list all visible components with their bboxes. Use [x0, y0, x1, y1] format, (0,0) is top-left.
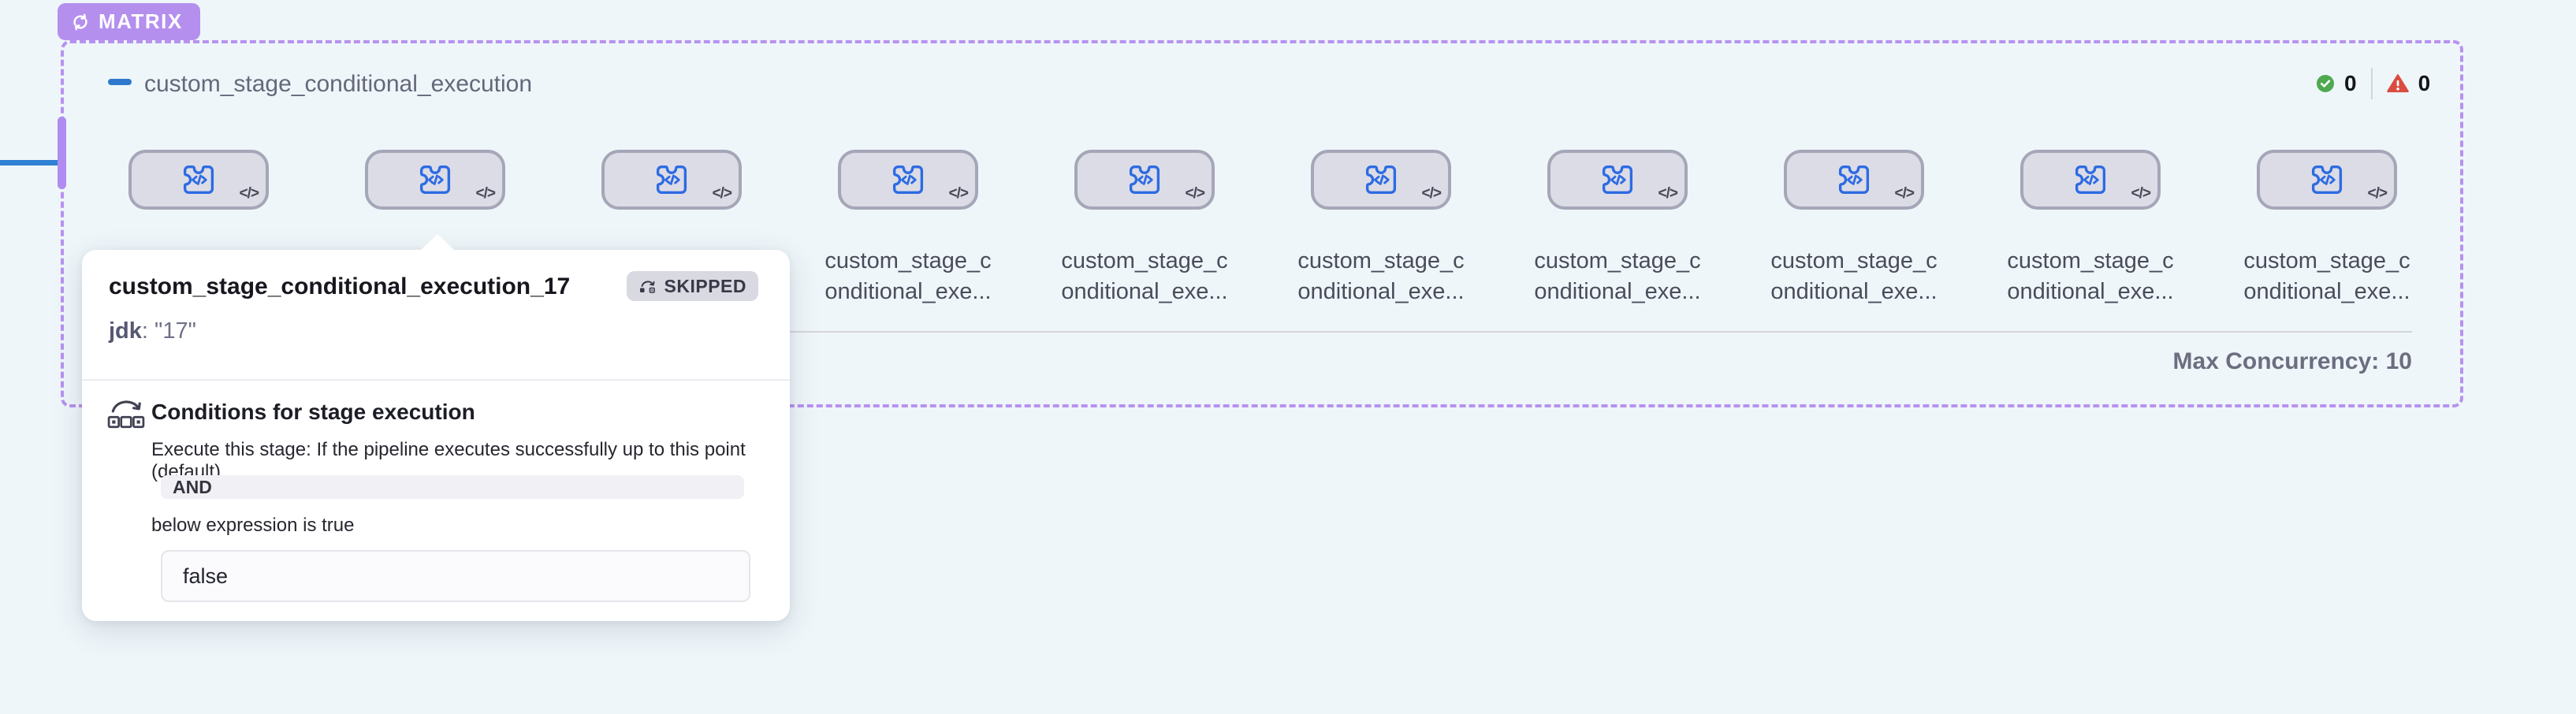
check-circle-icon	[2317, 75, 2334, 92]
code-chevrons-glyph: </>	[1185, 185, 1206, 202]
stage-node-custom-stage[interactable]: </>	[365, 150, 505, 210]
matrix-key-value: jdk: "17"	[109, 318, 196, 344]
stage-label: custom_stage_c onditional_exe...	[1061, 248, 1228, 304]
condition-connector-text: below expression is true	[151, 515, 355, 536]
stage-label: custom_stage_c onditional_exe...	[1534, 248, 1701, 304]
condition-operator-label: AND	[173, 476, 212, 497]
matrix-row-divider	[82, 331, 2412, 333]
warning-triangle-icon	[2386, 74, 2409, 93]
error-count: 0	[2418, 71, 2431, 95]
conditions-description: Execute this stage: If the pipeline exec…	[151, 439, 746, 482]
stage-node-custom-stage[interactable]: </>	[1074, 150, 1215, 210]
stage-cell: </> custom_stage_c onditional_exe...	[2007, 150, 2174, 304]
code-chevrons-glyph: </>	[948, 185, 970, 202]
stage-node-custom-stage[interactable]: </>	[1784, 150, 1924, 210]
stage-label: custom_stage_c onditional_exe...	[1770, 248, 1938, 304]
stage-cell: </> custom_stage_c onditional_exe...	[115, 150, 282, 304]
tooltip-stage-title: custom_stage_conditional_execution_17	[109, 273, 571, 299]
stage-node-custom-stage[interactable]: </>	[1311, 150, 1451, 210]
code-chevrons-glyph: </>	[239, 185, 260, 202]
stage-cell: </> custom_stage_c onditional_exe...	[2243, 150, 2410, 304]
skip-arc-icon	[639, 281, 655, 293]
stage-label: custom_stage_c onditional_exe...	[825, 248, 992, 304]
stage-cell: </> custom_stage_c onditional_exe...	[1297, 150, 1465, 304]
stage-cell: </> custom_stage_c onditional_exe...	[1534, 150, 1701, 304]
stage-node-custom-stage[interactable]: </>	[2020, 150, 2161, 210]
collapse-matrix-button[interactable]	[108, 79, 132, 85]
custom-stage-icon	[892, 165, 924, 194]
code-chevrons-glyph: </>	[1894, 185, 1915, 202]
stage-cell: </> custom_stage_c onditional_exe...	[588, 150, 755, 304]
code-chevrons-glyph: </>	[712, 185, 733, 202]
matrix-border-link-segment	[58, 117, 66, 189]
matrix-badge: MATRIX	[58, 3, 200, 40]
success-count: 0	[2344, 71, 2357, 95]
conditional-execution-icon	[107, 400, 145, 429]
counter-divider	[2370, 68, 2373, 99]
stage-label: custom_stage_c onditional_exe...	[2243, 248, 2410, 304]
stage-cell: </> custom_stage_c onditional_exe...	[1061, 150, 1228, 304]
status-badge-skipped: SKIPPED	[626, 271, 758, 301]
stage-tooltip: custom_stage_conditional_execution_17 SK…	[82, 234, 790, 621]
stage-cell: </> custom_stage_c onditional_exe...	[825, 150, 992, 304]
custom-stage-icon	[1129, 165, 1160, 194]
code-chevrons-glyph: </>	[1658, 185, 1679, 202]
custom-stage-icon	[1838, 165, 1870, 194]
code-chevrons-glyph: </>	[1421, 185, 1442, 202]
stage-label: custom_stage_c onditional_exe...	[1297, 248, 1465, 304]
stage-label: custom_stage_c onditional_exe...	[2007, 248, 2174, 304]
condition-operator-pill: AND	[161, 475, 744, 499]
max-concurrency-label: Max Concurrency: 10	[2172, 348, 2412, 374]
matrix-status-counters: 0 0	[2316, 66, 2430, 101]
stage-node-custom-stage[interactable]: </>	[128, 150, 269, 210]
tooltip-divider	[82, 379, 790, 381]
stage-node-custom-stage[interactable]: </>	[838, 150, 978, 210]
matrix-key: jdk	[109, 318, 142, 344]
custom-stage-icon	[419, 165, 451, 194]
custom-stage-icon	[1365, 165, 1397, 194]
pipeline-connector-line	[0, 160, 61, 165]
custom-stage-icon	[2075, 165, 2106, 194]
code-chevrons-glyph: </>	[475, 185, 497, 202]
condition-expression-field: false	[161, 550, 750, 602]
matrix-group-container	[61, 40, 2463, 407]
stage-cell: </> custom_stage_c onditional_exe...	[352, 150, 519, 304]
stage-node-custom-stage[interactable]: </>	[601, 150, 742, 210]
custom-stage-icon	[183, 165, 214, 194]
code-chevrons-glyph: </>	[2131, 185, 2152, 202]
loop-icon	[73, 13, 87, 30]
custom-stage-icon	[1602, 165, 1633, 194]
custom-stage-icon	[656, 165, 687, 194]
stage-node-custom-stage[interactable]: </>	[2257, 150, 2397, 210]
matrix-group-title: custom_stage_conditional_execution	[144, 71, 532, 97]
condition-expression-value: false	[183, 563, 229, 588]
tooltip-caret	[420, 234, 455, 251]
code-chevrons-glyph: </>	[2367, 185, 2388, 202]
matrix-badge-label: MATRIX	[99, 9, 183, 33]
conditions-heading: Conditions for stage execution	[151, 400, 475, 424]
stage-cell: </> custom_stage_c onditional_exe...	[1770, 150, 1938, 304]
stage-node-custom-stage[interactable]: </>	[1547, 150, 1688, 210]
status-badge-label: SKIPPED	[664, 275, 746, 296]
matrix-value: : "17"	[141, 318, 196, 344]
custom-stage-icon	[2311, 165, 2343, 194]
